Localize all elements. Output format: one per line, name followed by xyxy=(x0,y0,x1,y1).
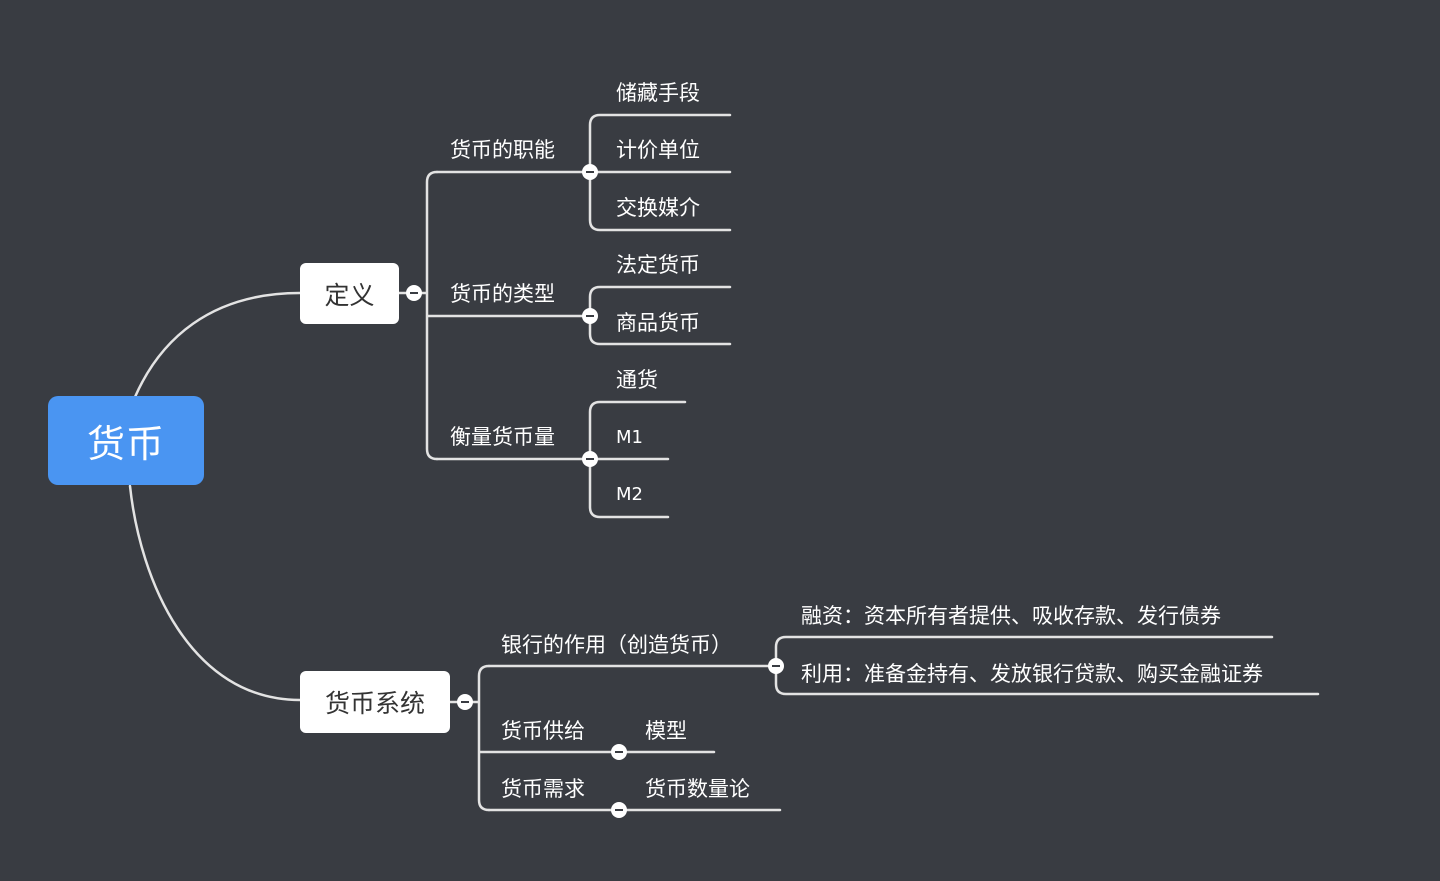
connector-root-system xyxy=(128,484,302,702)
collapse-demand-icon[interactable] xyxy=(611,802,627,818)
collapse-definition-icon[interactable] xyxy=(406,285,422,301)
group-money-functions[interactable]: 货币的职能 xyxy=(450,138,555,162)
collapse-measures-icon[interactable] xyxy=(582,451,598,467)
item-commodity-money[interactable]: 商品货币 xyxy=(616,311,700,335)
connector-definition-groups xyxy=(397,170,592,461)
collapse-system-icon[interactable] xyxy=(457,694,473,710)
group-bank-role[interactable]: 银行的作用（创造货币） xyxy=(501,633,732,657)
collapse-functions-icon[interactable] xyxy=(582,164,598,180)
topic-monetary-system[interactable]: 货币系统 xyxy=(300,671,450,733)
group-money-demand[interactable]: 货币需求 xyxy=(501,777,585,801)
group-money-measures[interactable]: 衡量货币量 xyxy=(450,425,555,449)
collapse-supply-icon[interactable] xyxy=(611,744,627,760)
group-money-types[interactable]: 货币的类型 xyxy=(450,282,555,306)
item-unit-of-account[interactable]: 计价单位 xyxy=(616,138,700,162)
item-model[interactable]: 模型 xyxy=(645,719,687,743)
item-fiat-money[interactable]: 法定货币 xyxy=(616,253,700,277)
group-money-supply[interactable]: 货币供给 xyxy=(501,719,585,743)
item-store-of-value[interactable]: 储藏手段 xyxy=(616,81,700,105)
item-m2[interactable]: M2 xyxy=(616,484,643,505)
topic-definition[interactable]: 定义 xyxy=(300,263,399,324)
item-financing[interactable]: 融资：资本所有者提供、吸收存款、发行债券 xyxy=(801,604,1221,628)
item-currency[interactable]: 通货 xyxy=(616,368,658,392)
collapse-bank-role-icon[interactable] xyxy=(768,658,784,674)
collapse-types-icon[interactable] xyxy=(582,308,598,324)
item-m1[interactable]: M1 xyxy=(616,427,643,448)
item-utilization[interactable]: 利用：准备金持有、发放银行贷款、购买金融证券 xyxy=(801,662,1263,686)
item-medium-of-exchange[interactable]: 交换媒介 xyxy=(616,196,700,220)
item-quantity-theory[interactable]: 货币数量论 xyxy=(645,777,750,801)
root-topic[interactable]: 货币 xyxy=(48,396,204,485)
connector-root-definition xyxy=(133,291,302,399)
